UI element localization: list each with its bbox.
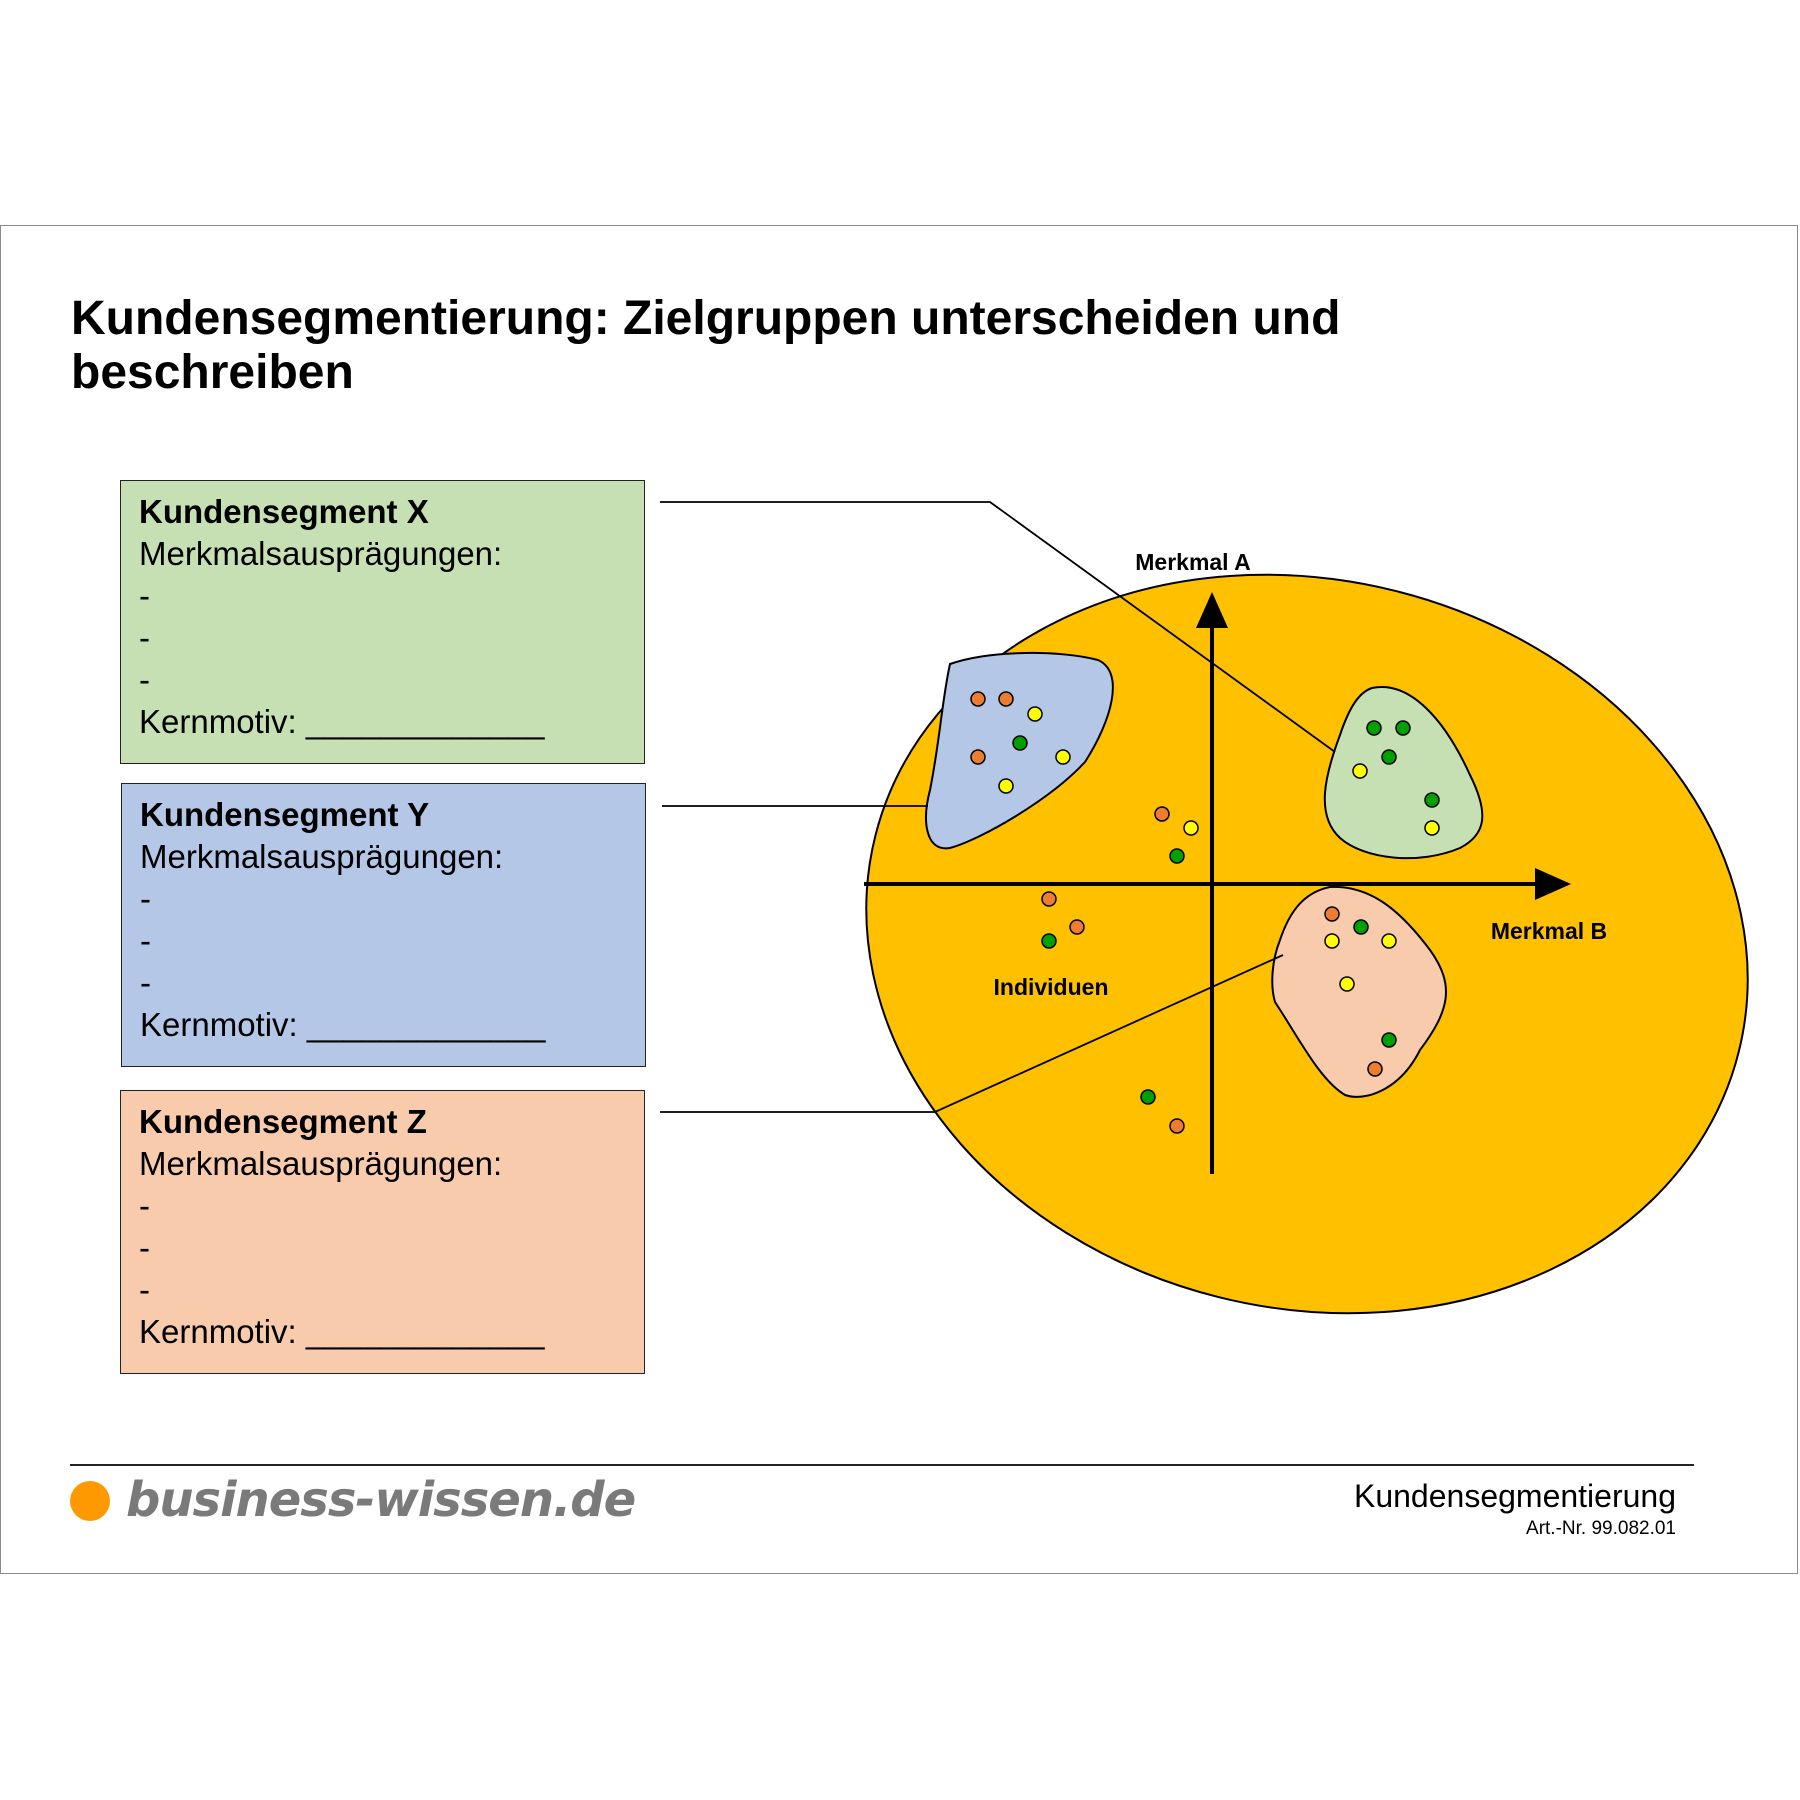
feature-bullet: - [139, 661, 150, 698]
segment-title: Kundensegment Y [140, 796, 430, 833]
features-label: Merkmalsausprägungen: [139, 535, 503, 572]
footer-rule [70, 1464, 1694, 1466]
cluster-z-blob [1271, 885, 1447, 1098]
connector-z [660, 954, 1284, 1113]
individual-dot [1381, 933, 1397, 949]
individual-dot [1183, 820, 1199, 836]
individual-dot [1424, 792, 1440, 808]
feature-bullet: - [139, 1187, 150, 1224]
individual-dot [1041, 933, 1057, 949]
features-label: Merkmalsausprägungen: [139, 1145, 503, 1182]
segment-title: Kundensegment X [139, 493, 429, 530]
individual-dot [1352, 763, 1368, 779]
individual-dot [998, 778, 1014, 794]
brand-logo: business-wissen.de [126, 1472, 636, 1528]
individual-dot [970, 749, 986, 765]
individual-dot [1381, 749, 1397, 765]
core-motive: Kernmotiv: _____________ [139, 703, 545, 740]
individual-dot [1027, 706, 1043, 722]
segment-box-x: Kundensegment X Merkmalsausprägungen: - … [120, 480, 645, 764]
segment-title: Kundensegment Z [139, 1103, 427, 1140]
individual-dot [998, 691, 1014, 707]
page-title: Kundensegmentierung: Zielgruppen untersc… [71, 292, 1341, 399]
footer-article-number: Art.-Nr. 99.082.01 [1526, 1518, 1676, 1539]
feature-bullet: - [140, 880, 151, 917]
individual-dot [1353, 919, 1369, 935]
label-individuen: Individuen [994, 974, 1109, 1000]
individual-dot [1339, 976, 1355, 992]
individual-dot [970, 691, 986, 707]
feature-bullet: - [140, 922, 151, 959]
footer-doc-title: Kundensegmentierung [1353, 1478, 1676, 1514]
feature-bullet: - [139, 1229, 150, 1266]
connector-x [660, 501, 1336, 753]
individual-dot [1012, 735, 1028, 751]
axis-label-merkmal-b: Merkmal B [1491, 918, 1607, 944]
axis-label-merkmal-a: Merkmal A [1135, 549, 1250, 575]
feature-bullet: - [139, 577, 150, 614]
individual-dot [1169, 1118, 1185, 1134]
individual-dot [1154, 806, 1170, 822]
individual-dot [1324, 933, 1340, 949]
individual-dot [1424, 820, 1440, 836]
feature-bullet: - [140, 964, 151, 1001]
individual-dot [1395, 720, 1411, 736]
feature-bullet: - [139, 1271, 150, 1308]
feature-bullet: - [139, 619, 150, 656]
individual-dot [1381, 1032, 1397, 1048]
core-motive: Kernmotiv: _____________ [140, 1006, 546, 1043]
individual-dot [1140, 1089, 1156, 1105]
segment-box-y: Kundensegment Y Merkmalsausprägungen: - … [121, 783, 646, 1067]
logo-dot-icon [70, 1481, 110, 1521]
individual-dot [1055, 749, 1071, 765]
segment-box-z: Kundensegment Z Merkmalsausprägungen: - … [120, 1090, 645, 1374]
individual-dot [1367, 1061, 1383, 1077]
features-label: Merkmalsausprägungen: [140, 838, 504, 875]
individual-dot [1041, 891, 1057, 907]
individual-dot [1324, 906, 1340, 922]
individual-dot [1069, 919, 1085, 935]
individual-dot [1366, 720, 1382, 736]
cluster-x-blob [1323, 685, 1484, 860]
individual-dot [1169, 848, 1185, 864]
core-motive: Kernmotiv: _____________ [139, 1313, 545, 1350]
individual-dots [970, 691, 1440, 1134]
